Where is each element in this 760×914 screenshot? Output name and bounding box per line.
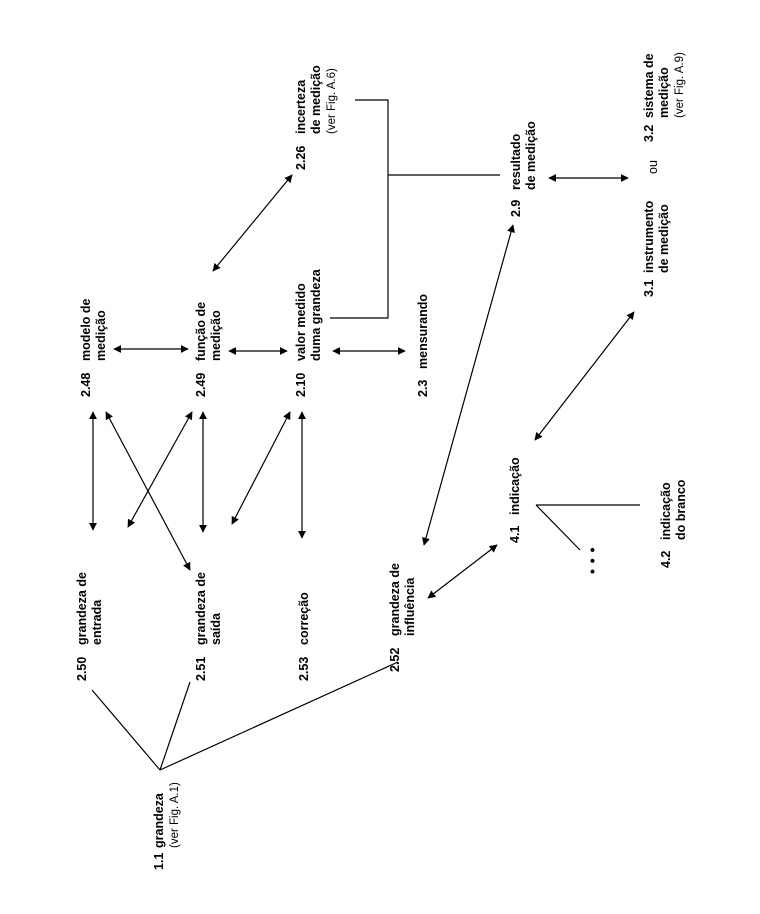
concept-number: 3.1 (642, 280, 656, 297)
concept-2-52: 2.52 grandeza de influência (388, 563, 417, 672)
concept-label-line-2: medição (657, 67, 671, 118)
arrow-resultado-influencia (422, 224, 515, 546)
concept-label-line-2: do branco (674, 479, 688, 540)
concept-3-2: 3.2 sistema de medição (ver Fig. A.9) (642, 52, 686, 142)
concept-number: 2.10 (294, 373, 308, 397)
ou-label: ou (646, 160, 660, 174)
concept-label-line-1: valor medido (294, 283, 308, 361)
concept-number: 2.9 (509, 200, 523, 217)
line-grandeza-to-influencia (159, 661, 399, 771)
concept-label: correção (297, 592, 311, 645)
concept-label-line-1: indicação (659, 482, 673, 540)
figure-reference: (ver Fig. A.6) (326, 68, 338, 134)
arrow-funcao-incerteza (212, 174, 293, 272)
concept-number: 2.50 (75, 657, 89, 681)
concept-number: 1.1 (152, 853, 166, 870)
arrow-valor-saida (231, 411, 291, 525)
concept-number: 4.1 (508, 526, 522, 543)
line-grandeza-to-saida (159, 681, 191, 771)
concept-number: 2.48 (79, 373, 93, 397)
arrow-entrada-funcao (127, 411, 193, 528)
concept-label-line-2: de medição (657, 204, 671, 273)
concept-label-line-1: função de (194, 302, 208, 361)
concept-2-49: 2.49 função de medição (194, 302, 223, 397)
bracket-incerteza-valor-resultado (330, 99, 389, 319)
concept-label-line-1: modelo de (79, 298, 93, 361)
concept-3-1: 3.1 instrumento de medição (642, 200, 671, 297)
figure-reference: (ver Fig. A.9) (674, 52, 686, 118)
concept-label-line-2: duma grandeza (309, 268, 323, 361)
concept-number: 4.2 (659, 551, 673, 568)
line-indicacao-to-others (535, 504, 581, 551)
concept-number: 2.53 (297, 657, 311, 681)
concept-label-line-1: grandeza de (194, 572, 208, 645)
arrow-instrumento-indicacao (534, 311, 635, 441)
concept-label-line-2: influência (403, 577, 417, 636)
concept-label: indicação (508, 457, 522, 515)
concept-2-51: 2.51 grandeza de saída (194, 572, 223, 681)
concept-label-line-1: instrumento (642, 200, 656, 273)
concept-2-9: 2.9 resultado de medição (509, 121, 538, 217)
concept-label-line-1: grandeza de (388, 563, 402, 636)
concept-label: mensurando (416, 294, 430, 369)
concept-2-26: 2.26 incerteza de medição (ver Fig. A.6) (294, 65, 338, 170)
arrow-saida-modelo (105, 411, 191, 571)
concept-4-1: 4.1 indicação (508, 457, 522, 543)
concept-number: 3.2 (642, 125, 656, 142)
figure-reference: (ver Fig. A.1) (169, 782, 181, 848)
concept-number: 2.49 (194, 373, 208, 397)
concept-label-line-2: entrada (90, 599, 104, 645)
concept-2-10: 2.10 valor medido duma grandeza (294, 268, 323, 397)
concept-label-line-1: incerteza (294, 79, 308, 134)
concept-label-line-2: medição (209, 310, 223, 361)
relation-arrows (89, 174, 635, 599)
arrow-indicacao-influencia (427, 544, 498, 599)
concept-number: 2.3 (416, 380, 430, 397)
connector-lines (91, 99, 640, 771)
concept-number: 2.51 (194, 657, 208, 681)
concept-label-line-2: de medição (524, 121, 538, 190)
concept-label-line-2: medição (94, 310, 108, 361)
concept-label-line-1: sistema de (642, 53, 656, 118)
concept-4-2: 4.2 indicação do branco (659, 479, 688, 568)
concept-2-50: 2.50 grandeza de entrada (75, 572, 104, 681)
concept-label-line-2: saída (209, 612, 223, 645)
concept-label-line-2: de medição (309, 65, 323, 134)
line-grandeza-to-entrada (91, 689, 161, 771)
concept-2-53: 2.53 correção (297, 592, 311, 681)
concept-2-3: 2.3 mensurando (416, 294, 430, 397)
ellipsis-more-concepts: • • • (584, 547, 600, 574)
concept-2-48: 2.48 modelo de medição (79, 298, 108, 397)
concept-number: 2.52 (388, 648, 402, 672)
concept-1-1: 1.1 grandeza (ver Fig. A.1) (152, 782, 181, 870)
concept-label: grandeza (152, 792, 166, 848)
concept-label-line-1: grandeza de (75, 572, 89, 645)
concept-label-line-1: resultado (509, 133, 523, 190)
concept-number: 2.26 (294, 146, 308, 170)
